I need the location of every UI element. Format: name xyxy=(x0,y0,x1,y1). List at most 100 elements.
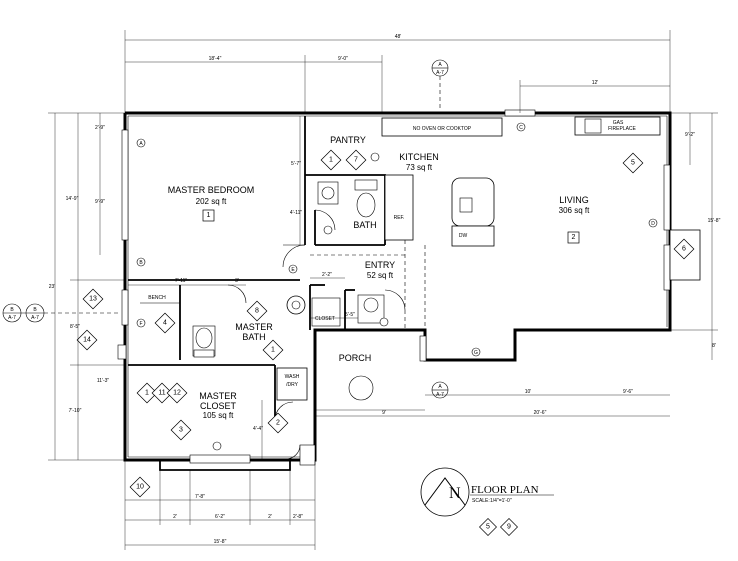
dim-pantry-a: 5'-7" xyxy=(291,161,301,167)
ref-label: REF. xyxy=(394,215,405,221)
dim-top-left: 18'-4" xyxy=(209,56,222,62)
circle-callouts: A B C D E F G xyxy=(136,122,658,451)
dim-porch-b: 9'-6" xyxy=(623,389,633,395)
circle-f: F xyxy=(139,321,142,327)
scale-value: 1/4"=1'-0" xyxy=(490,498,512,504)
dim-overall-top: 48' xyxy=(395,34,402,40)
circle-b: B xyxy=(139,260,143,266)
dim-right-upper: 9'-2" xyxy=(685,132,695,138)
sec-top-b: A-7 xyxy=(436,70,444,76)
door-swings xyxy=(227,209,406,460)
dim-right-low: 8' xyxy=(712,343,716,349)
entry-area: 52 sq ft xyxy=(367,271,394,280)
gas-label-1: GAS xyxy=(613,120,624,126)
master-closet-name-2: CLOSET xyxy=(200,401,237,411)
wash-label-1: WASH xyxy=(285,374,300,380)
master-bath-label-2: BATH xyxy=(242,332,265,342)
circle-c: C xyxy=(519,125,523,131)
dimension-lines xyxy=(48,30,718,550)
dw-label: DW xyxy=(459,233,468,239)
pantry-label: PANTRY xyxy=(330,135,366,145)
dim-porch-d: 9' xyxy=(382,410,386,416)
dim-bottom-e: 2'-8" xyxy=(293,514,303,520)
gas-label-2: FIREPLACE xyxy=(608,126,636,132)
callout-6: 6 xyxy=(682,246,686,253)
dim-left-c: 9'-9" xyxy=(95,199,105,205)
dim-left-b: 2'-9" xyxy=(95,125,105,131)
wash-label-2: /DRY xyxy=(286,382,299,388)
dim-left-a: 14'-9" xyxy=(66,196,79,202)
porch-label: PORCH xyxy=(339,353,372,363)
dim-porch-c: 20'-6" xyxy=(534,410,547,416)
dim-top-right: 12' xyxy=(592,80,599,86)
title-block: N FLOOR PLAN SCALE: 1/4"=1'-0" xyxy=(420,467,554,517)
plan-title: FLOOR PLAN xyxy=(471,484,539,496)
dim-right-mid: 15'-8" xyxy=(708,218,721,224)
section-markers: A A-7 A A-7 B A-7 B A-7 xyxy=(2,59,449,399)
sec-left-b: A-7 xyxy=(8,315,16,321)
dimension-texts: 48' 18'-4" 9'-0" 12' 9'-2" 15'-8" 8' 23'… xyxy=(49,34,721,545)
title-tag-5: 5 xyxy=(486,524,490,531)
sec-top-a: A xyxy=(438,62,442,68)
dim-hall-b: 3' xyxy=(235,278,239,284)
master-bedroom-area: 202 sq ft xyxy=(196,197,227,206)
living-area: 306 sq ft xyxy=(559,206,590,215)
dim-bottom-d: 2' xyxy=(268,514,272,520)
master-bedroom-name: MASTER BEDROOM xyxy=(168,185,255,195)
title-tag-9: 9 xyxy=(507,524,511,531)
circle-a: A xyxy=(139,141,143,147)
dim-left-d: 8'-5" xyxy=(70,324,80,330)
master-closet-name-1: MASTER xyxy=(199,391,237,401)
sec-left-d: A-7 xyxy=(31,315,39,321)
dim-hall-a: 7'-11" xyxy=(175,278,188,284)
interior-walls xyxy=(128,116,386,420)
room-labels: MASTER BEDROOM 202 sq ft LIVING 306 sq f… xyxy=(148,120,636,420)
callout-7: 7 xyxy=(354,157,358,164)
north-letter: N xyxy=(449,485,461,502)
dim-bottom-a: 7'-8" xyxy=(195,494,205,500)
dim-bottom-b: 2' xyxy=(173,514,177,520)
kitchen-area: 73 sq ft xyxy=(406,163,433,172)
sec-bot-a: A xyxy=(438,384,442,390)
callout-5: 5 xyxy=(631,160,635,167)
diamond-callouts: 1 7 5 6 8 1 13 14 4 1 11 12 3 2 10 5 9 xyxy=(76,149,695,536)
callout-1b: 1 xyxy=(271,347,275,354)
circle-g: G xyxy=(474,350,478,356)
scale-label: SCALE: xyxy=(472,498,490,504)
master-closet-area: 105 sq ft xyxy=(203,411,234,420)
callout-4: 4 xyxy=(163,320,167,327)
circle-e: E xyxy=(291,267,295,273)
dim-top-mid: 9'-0" xyxy=(338,56,348,62)
callout-2: 2 xyxy=(276,420,280,427)
open-plan-lines xyxy=(310,240,426,330)
fixtures xyxy=(117,116,701,471)
dim-bottom-total: 15'-8" xyxy=(214,539,227,545)
dim-entry-a: 2'-2" xyxy=(322,272,332,278)
closet-label: CLOSET xyxy=(315,316,335,322)
dim-bottom-c: 6'-2" xyxy=(215,514,225,520)
dim-closet-a: 4'-4" xyxy=(253,426,263,432)
callout-8: 8 xyxy=(255,308,259,315)
bath-label: BATH xyxy=(353,220,376,230)
callout-12: 12 xyxy=(173,390,181,397)
dim-pantry-b: 4'-11" xyxy=(290,210,303,216)
living-name: LIVING xyxy=(559,195,589,205)
room-tag-1: 1 xyxy=(207,212,211,219)
room-tag-2: 2 xyxy=(572,234,576,241)
callout-1: 1 xyxy=(329,157,333,164)
bench-label: BENCH xyxy=(148,295,166,301)
no-oven-label: NO OVEN OR COOKTOP xyxy=(413,126,472,132)
sec-left-c: B xyxy=(33,307,37,313)
callout-14: 14 xyxy=(83,337,91,344)
circle-d: D xyxy=(651,221,655,227)
callout-3: 3 xyxy=(179,427,183,434)
callout-11: 11 xyxy=(158,390,165,397)
dim-left-overall: 23' xyxy=(49,284,56,290)
callout-13: 13 xyxy=(89,296,97,303)
dim-entry-b: 5'-5" xyxy=(345,312,355,318)
dim-left-f: 7'-10" xyxy=(69,408,82,414)
room-number-tags: 1 2 xyxy=(202,209,580,244)
sec-left-a: B xyxy=(10,307,14,313)
callout-10: 10 xyxy=(136,484,144,491)
